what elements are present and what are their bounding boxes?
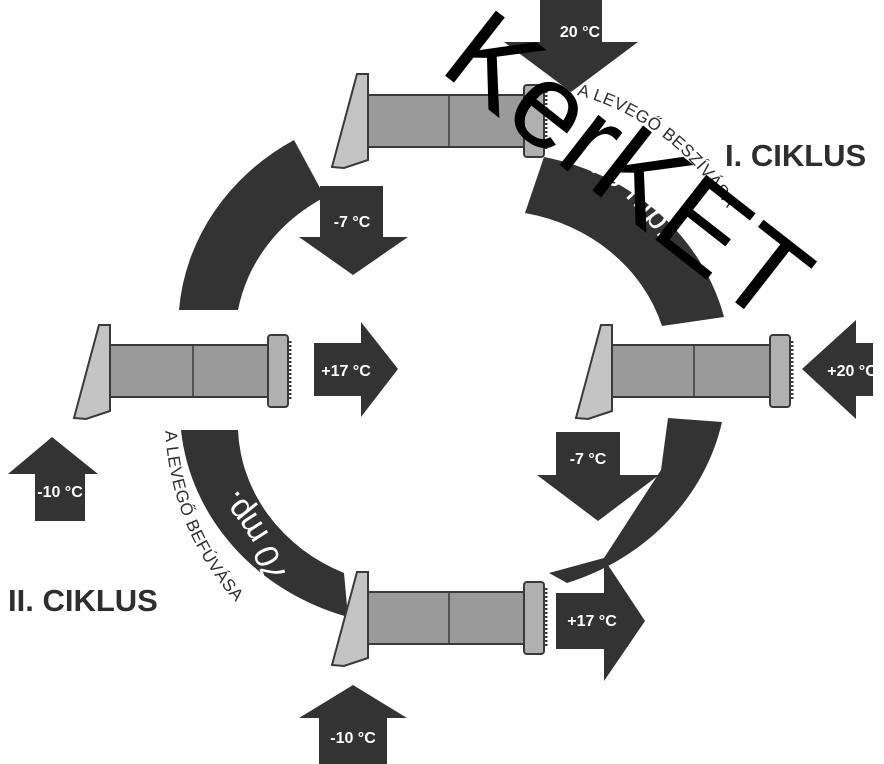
device-cap bbox=[72, 324, 111, 421]
device-grille bbox=[267, 334, 289, 408]
temp-label: -10 °C bbox=[37, 484, 83, 501]
temp-label: +17 °C bbox=[567, 613, 617, 630]
device-tube bbox=[611, 344, 773, 398]
cycle-arcs bbox=[179, 140, 724, 617]
device-right bbox=[574, 324, 794, 421]
device-grille bbox=[769, 334, 791, 408]
temp-arrow-right-out: -7 °C bbox=[537, 432, 659, 521]
arc-lower-right bbox=[549, 418, 722, 583]
device-left bbox=[72, 324, 292, 421]
arc-upper-right bbox=[525, 157, 724, 326]
device-bottom bbox=[330, 571, 548, 668]
temp-arrow-top-out: -7 °C bbox=[299, 186, 408, 275]
temp-arrow-top-in: 20 °C bbox=[504, 0, 638, 92]
device-top bbox=[330, 73, 548, 170]
watermark: KerKET bbox=[421, 0, 835, 349]
temp-arrow-bottom-out: +17 °C bbox=[556, 559, 645, 681]
temp-arrow-left-in: -10 °C bbox=[8, 437, 98, 521]
arc-lower-left bbox=[181, 430, 348, 617]
temp-arrow-left-out: +17 °C bbox=[314, 322, 398, 417]
temp-label: +17 °C bbox=[321, 363, 371, 380]
device-cap bbox=[330, 73, 369, 170]
device-cap bbox=[330, 571, 369, 668]
device-tube bbox=[367, 591, 527, 645]
device-grille bbox=[523, 84, 545, 158]
cycle-label-second: II. CIKLUS bbox=[8, 583, 158, 618]
cycle-label-first: I. CIKLUS bbox=[725, 138, 866, 173]
temp-label: 20 °C bbox=[560, 24, 601, 41]
temp-arrow-bottom-in: -10 °C bbox=[299, 685, 407, 764]
device-tube bbox=[367, 94, 527, 148]
device-tube bbox=[109, 344, 271, 398]
arc-upper-left bbox=[179, 140, 325, 310]
device-grille bbox=[523, 581, 545, 655]
temp-label: -10 °C bbox=[330, 730, 376, 747]
temp-label: -7 °C bbox=[570, 451, 607, 468]
device-cap bbox=[574, 324, 613, 421]
temp-label: +20 °C bbox=[827, 363, 877, 380]
temp-label: -7 °C bbox=[334, 214, 371, 231]
temp-arrow-right-in: +20 °C bbox=[802, 320, 877, 419]
